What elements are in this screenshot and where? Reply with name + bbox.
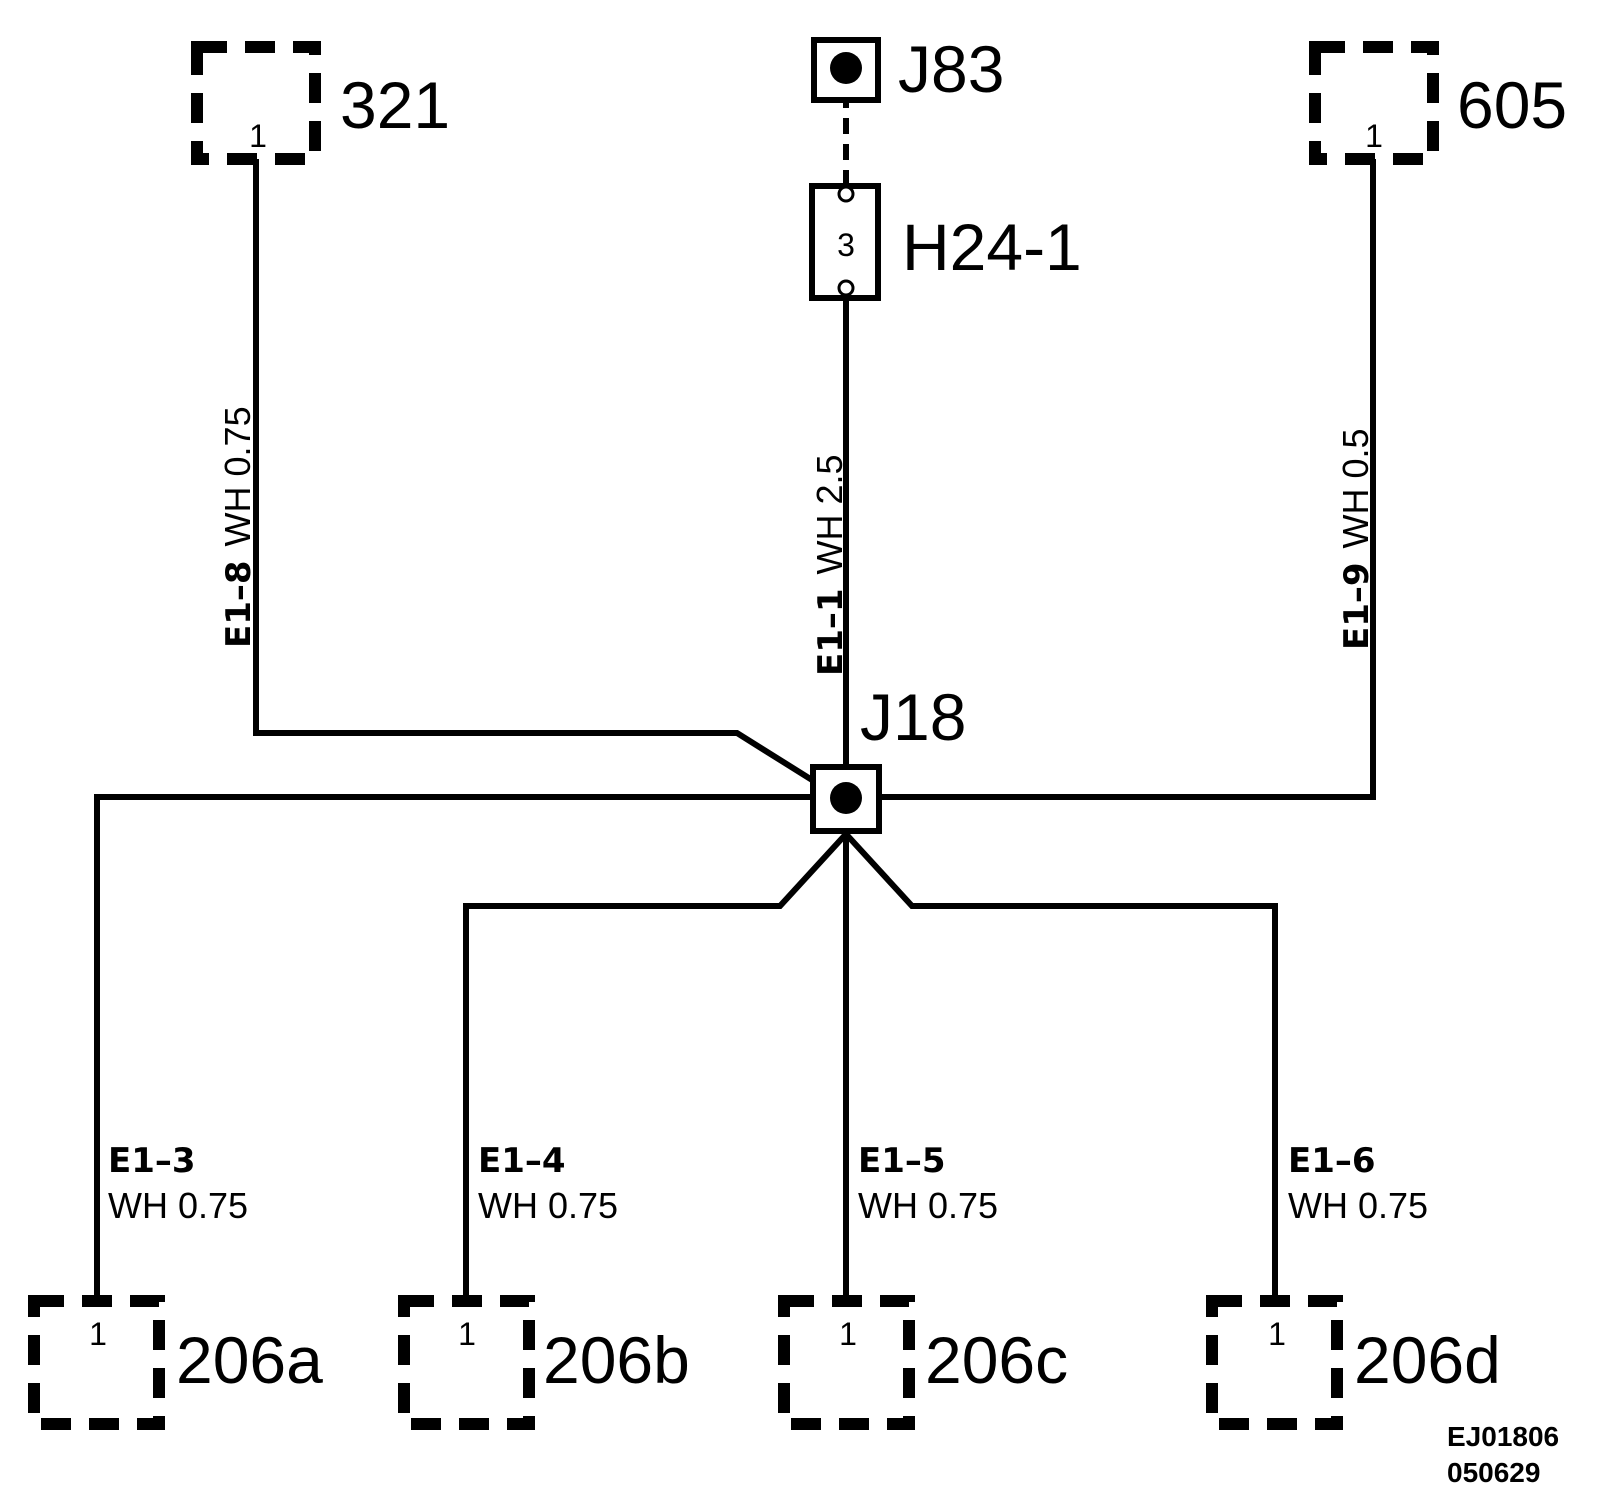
connector-605: 1 605: [1309, 41, 1567, 165]
reference-code: EJ01806 050629: [1447, 1421, 1559, 1488]
connector-206d-pin: 1: [1268, 1316, 1286, 1352]
connector-h24-1-label: H24-1: [902, 210, 1082, 284]
connector-j83: J83: [811, 32, 1004, 106]
svg-text:E1–3: E1–3: [108, 1141, 196, 1181]
connector-321-label: 321: [340, 68, 450, 142]
connector-605-label: 605: [1457, 68, 1567, 142]
connector-206c-label: 206c: [925, 1323, 1068, 1397]
wire-e1-5-label: E1–5 WH 0.75: [858, 1141, 998, 1226]
splice-j18: J18: [810, 680, 966, 834]
connector-206a-label: 206a: [176, 1323, 323, 1397]
svg-text:WH 0.75: WH 0.75: [1288, 1185, 1428, 1226]
connector-206b: 1 206b: [398, 1295, 690, 1430]
connector-605-pin: 1: [1365, 118, 1383, 154]
wire-e1-4-label: E1–4 WH 0.75: [478, 1141, 618, 1226]
connector-321: 1 321: [191, 41, 450, 165]
wire-e1-3: [94, 794, 813, 1302]
wire-e1-9: [880, 158, 1376, 800]
splice-dot-icon: [830, 782, 862, 814]
wire-e1-6-label: E1–6 WH 0.75: [1288, 1141, 1428, 1226]
connector-206a: 1 206a: [28, 1295, 323, 1430]
connector-h24-1-pin: 3: [837, 227, 855, 263]
connector-321-pin: 1: [249, 118, 267, 154]
splice-dot-icon: [830, 52, 862, 84]
svg-text:EJ01806: EJ01806: [1447, 1421, 1559, 1452]
connector-206b-pin: 1: [458, 1316, 476, 1352]
wire-e1-9-label: E1–9 WH 0.5: [1335, 428, 1377, 650]
connector-206c-pin: 1: [839, 1316, 857, 1352]
wire-e1-3-label: E1–3 WH 0.75: [108, 1141, 248, 1226]
svg-text:E1–5: E1–5: [858, 1141, 946, 1181]
svg-text:WH 0.75: WH 0.75: [108, 1185, 248, 1226]
svg-text:E1–6: E1–6: [1288, 1141, 1376, 1181]
wire-e1-8-label: E1–8 WH 0.75: [217, 406, 259, 648]
connector-206a-pin: 1: [89, 1316, 107, 1352]
svg-text:WH 0.75: WH 0.75: [478, 1185, 618, 1226]
splice-j18-label: J18: [860, 680, 966, 754]
wire-e1-4: [463, 831, 849, 1302]
svg-text:WH 0.75: WH 0.75: [858, 1185, 998, 1226]
connector-206d: 1 206d: [1206, 1295, 1501, 1430]
wire-e1-8: [253, 158, 846, 803]
connector-206d-label: 206d: [1354, 1323, 1501, 1397]
svg-text:050629: 050629: [1447, 1457, 1540, 1488]
wire-e1-1-label: E1–1 WH 2.5: [809, 454, 851, 676]
svg-text:E1–4: E1–4: [478, 1141, 566, 1181]
connector-j83-label: J83: [898, 32, 1004, 106]
connector-h24-1: 3 H24-1: [809, 183, 1082, 301]
connector-206b-label: 206b: [543, 1323, 690, 1397]
connector-206c: 1 206c: [778, 1295, 1068, 1430]
wire-e1-6: [843, 831, 1278, 1302]
